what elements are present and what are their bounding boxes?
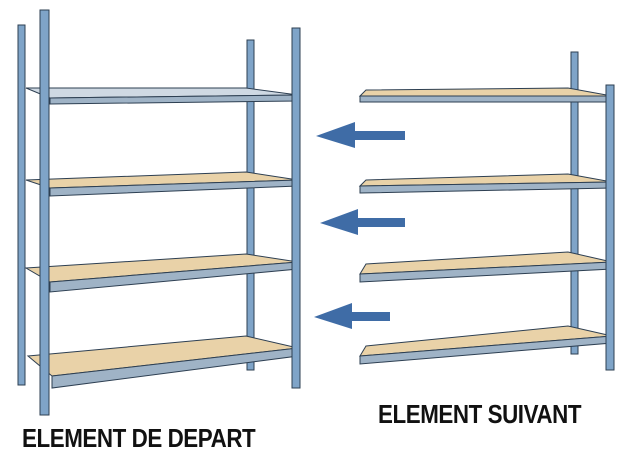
next-shelving-unit bbox=[358, 51, 615, 371]
shelf-1 bbox=[358, 87, 613, 97]
start-shelving-unit bbox=[17, 9, 301, 416]
shelf-1-front bbox=[359, 95, 613, 103]
post-back-right bbox=[246, 39, 255, 371]
arrows bbox=[314, 122, 405, 329]
arrow-left-icon bbox=[320, 209, 405, 235]
start-element-label: ELEMENT DE DEPART bbox=[22, 423, 256, 453]
post-front-right bbox=[291, 27, 301, 389]
arrow-left-icon bbox=[314, 303, 390, 329]
arrow-left-icon bbox=[316, 122, 405, 148]
next-element-label: ELEMENT SUIVANT bbox=[378, 399, 582, 429]
post-front-left bbox=[39, 9, 50, 416]
post-front bbox=[605, 84, 615, 371]
post-back-left bbox=[17, 24, 26, 386]
post-back bbox=[570, 51, 579, 355]
